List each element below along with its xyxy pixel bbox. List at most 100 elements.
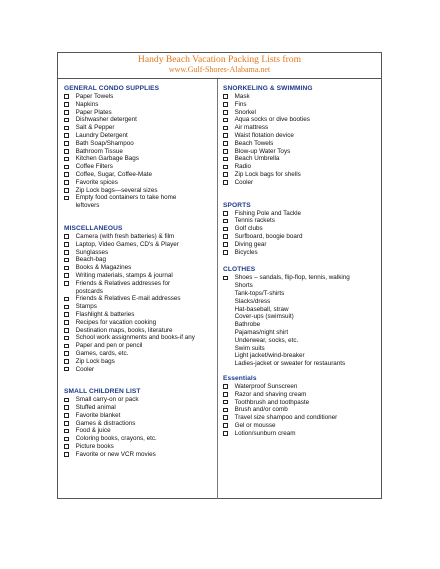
checklist-item-label: Lotion/sunburn cream: [234, 429, 296, 437]
checkbox-icon[interactable]: [64, 366, 69, 372]
checkbox-icon[interactable]: [223, 218, 228, 224]
checklist-item-label: leftovers: [75, 202, 100, 210]
checklist-item-label: Bicycles: [234, 248, 258, 256]
checkbox-icon[interactable]: [223, 423, 228, 428]
checklist-item: Laptop, Video Games, CD's & Player: [64, 241, 214, 249]
checkbox-icon[interactable]: [64, 242, 69, 247]
checkbox-icon[interactable]: [223, 109, 228, 115]
checkbox-icon[interactable]: [64, 180, 69, 185]
checkbox-icon[interactable]: [223, 384, 228, 389]
checkbox-icon[interactable]: [64, 304, 69, 310]
checklist-item: Stuffed animal: [64, 404, 214, 412]
checkbox-icon[interactable]: [223, 141, 228, 146]
checkbox-icon[interactable]: [223, 249, 228, 255]
checkbox-icon[interactable]: [223, 226, 228, 232]
checklist-item: Coffee Filters: [64, 163, 214, 171]
checkbox-icon[interactable]: [223, 164, 228, 170]
checkbox-icon[interactable]: [223, 210, 228, 216]
checkbox-icon[interactable]: [64, 327, 69, 333]
checklist-item: Stamps: [64, 303, 214, 311]
checkbox-icon[interactable]: [223, 415, 228, 421]
checkbox-icon[interactable]: [223, 275, 228, 281]
checklist-item: Sunglasses: [64, 249, 214, 257]
checklist-item-label: Coffee, Sugar, Coffee-Mate: [75, 170, 153, 178]
checklist-item-label: Laundry Detergent: [75, 131, 128, 139]
checkbox-icon[interactable]: [223, 156, 228, 162]
checkbox-icon[interactable]: [64, 397, 69, 403]
checklist-item-label: Fishing Pole and Tackle: [234, 209, 301, 217]
checklist-item: Mask: [223, 93, 379, 101]
checkbox-icon[interactable]: [64, 234, 69, 239]
checklist-item: Salt & Pepper: [64, 124, 214, 132]
checklist-item: Bicycles: [223, 249, 379, 257]
section-title-essentials: Essentials: [223, 374, 257, 382]
checkbox-icon[interactable]: [64, 172, 69, 177]
checkbox-icon[interactable]: [64, 359, 69, 364]
checkbox-icon[interactable]: [64, 335, 69, 341]
checkbox-icon[interactable]: [64, 249, 69, 255]
checkbox-icon[interactable]: [64, 444, 69, 450]
checkbox-icon[interactable]: [64, 312, 69, 317]
checkbox-icon[interactable]: [223, 234, 228, 239]
checkbox-icon[interactable]: [223, 133, 228, 138]
checkbox-icon[interactable]: [223, 180, 228, 185]
checkbox-icon[interactable]: [64, 133, 69, 138]
checklist-item: Friends & Relatives addresses for: [64, 280, 214, 288]
checkbox-icon[interactable]: [223, 172, 228, 177]
checkbox-icon[interactable]: [64, 187, 69, 193]
checklist-item-label: postcards: [75, 287, 103, 295]
checkbox-icon[interactable]: [223, 125, 228, 131]
checklist-item: Paper Towels: [64, 93, 214, 101]
checkbox-icon[interactable]: [64, 436, 69, 442]
checkbox-icon[interactable]: [64, 117, 69, 123]
checkbox-icon[interactable]: [223, 117, 228, 123]
checkbox-icon[interactable]: [64, 405, 69, 411]
checklist-item-label: Hat-baseball, straw: [234, 305, 289, 313]
checklist-clothes: Shoes – sandals, flip-flop, tennis, walk…: [223, 274, 379, 368]
checkbox-icon[interactable]: [64, 296, 69, 302]
checkbox-icon[interactable]: [64, 343, 69, 349]
checkbox-icon[interactable]: [64, 156, 69, 162]
checkbox-icon[interactable]: [223, 392, 228, 397]
checkbox-icon[interactable]: [223, 148, 228, 154]
checklist-item: Books & Magazines: [64, 264, 214, 272]
checkbox-icon[interactable]: [64, 413, 69, 418]
checklist-item-label: Fins: [234, 100, 247, 108]
checklist-item-label: Cover-ups (swimsuit): [234, 313, 294, 321]
checkbox-icon[interactable]: [64, 109, 69, 115]
checkbox-icon[interactable]: [223, 399, 228, 405]
checklist-item-label: Light jacket/wind-breaker: [234, 352, 305, 360]
checklist-item: Picture books: [64, 443, 214, 451]
checkbox-icon[interactable]: [64, 320, 69, 325]
checklist-item-label: Blow-up Water Toys: [234, 147, 291, 155]
checkbox-icon[interactable]: [223, 94, 228, 99]
checkbox-icon[interactable]: [223, 431, 228, 436]
checkbox-icon[interactable]: [64, 421, 69, 426]
checkbox-icon[interactable]: [64, 273, 69, 278]
checkbox-icon[interactable]: [64, 452, 69, 457]
checkbox-icon[interactable]: [223, 102, 228, 107]
checklist-item-label: Shorts: [234, 282, 253, 290]
checkbox-icon[interactable]: [64, 164, 69, 170]
checkbox-icon[interactable]: [64, 148, 69, 154]
checkbox-icon[interactable]: [64, 281, 69, 286]
checkbox-icon[interactable]: [64, 265, 69, 271]
checkbox-icon[interactable]: [223, 407, 228, 413]
checkbox-icon[interactable]: [64, 428, 69, 434]
checkbox-icon[interactable]: [64, 141, 69, 146]
checkbox-icon[interactable]: [223, 242, 228, 247]
checkbox-icon[interactable]: [64, 257, 69, 263]
checkbox-icon[interactable]: [64, 125, 69, 131]
checklist-item: Surfboard, boogie board: [223, 233, 379, 241]
column-divider: [217, 79, 218, 499]
checkbox-icon[interactable]: [64, 351, 69, 356]
checklist-item-label: Friends & Relatives addresses for: [75, 279, 171, 287]
checkbox-icon[interactable]: [64, 102, 69, 107]
checklist-item-label: Pajamas/night shirt: [234, 328, 289, 336]
checklist-item: Blow-up Water Toys: [223, 148, 379, 156]
checkbox-icon[interactable]: [64, 195, 69, 201]
section-gap: [223, 187, 379, 201]
checklist-item-label: Writing materials, stamps & journal: [75, 271, 173, 279]
checkbox-icon[interactable]: [64, 94, 69, 99]
